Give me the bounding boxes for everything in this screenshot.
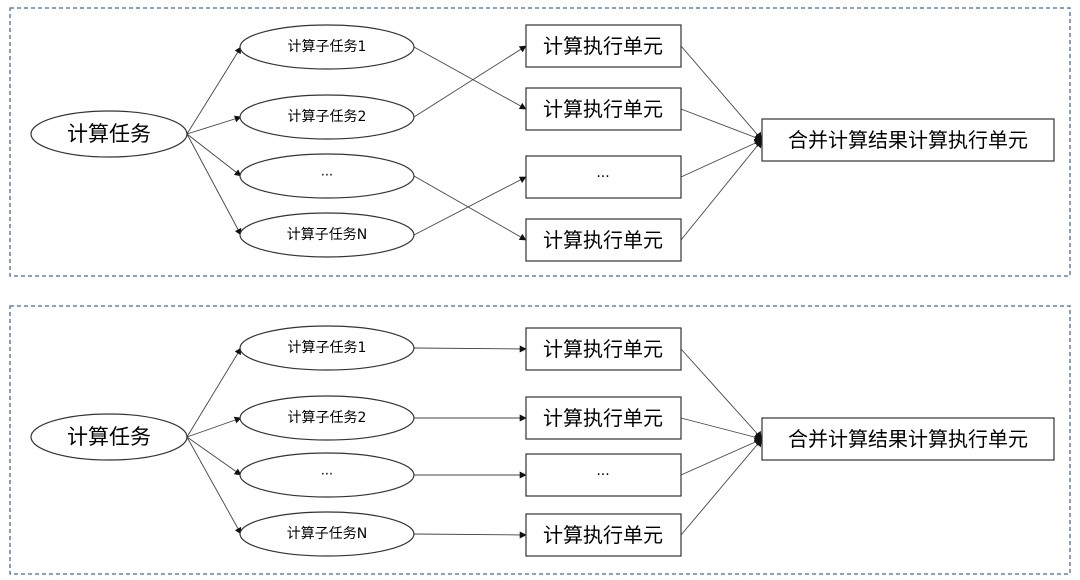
panel-2-edges [186,345,765,539]
panel-1: 计算任务 计算子任务1 计算子任务2 ... 计算子任务N 计算执行单元 计算执… [9,7,1071,277]
execution-unit: 计算执行单元 [525,513,682,557]
merge-unit-label: 合并计算结果计算执行单元 [788,128,1028,152]
execution-unit: 计算执行单元 [525,327,682,371]
edge-subtask-3-to-unit [413,175,527,241]
merge-unit: 合并计算结果计算执行单元 [761,417,1055,461]
subtask-node: ... [239,153,415,199]
task-node: 计算任务 [30,110,188,158]
edge-unit-3-to-merge [680,436,764,476]
edge-subtask-4-to-unit [413,531,527,539]
panel-2: 计算任务 计算子任务1 计算子任务2 ... 计算子任务N 计算执行单元 计算执… [9,305,1071,575]
execution-unit-label: ... [596,165,609,181]
panel-frame [9,305,1071,575]
subtask-node: 计算子任务1 [239,24,415,70]
edge-task-to-subtask-1 [186,46,242,135]
edge-subtask-1-to-unit [413,46,527,110]
execution-unit-label: 计算执行单元 [543,337,663,361]
execution-unit-label: 计算执行单元 [543,34,663,58]
merge-unit-label: 合并计算结果计算执行单元 [788,427,1028,451]
execution-unit: 计算执行单元 [525,396,682,440]
edge-subtask-4-to-unit [413,176,527,236]
subtask-label: 计算子任务1 [288,340,367,356]
panel-1-edges [186,45,765,241]
edge-unit-4-to-merge [680,137,765,241]
task-label: 计算任务 [67,425,151,449]
execution-unit-label: ... [596,463,609,479]
execution-unit-label: 计算执行单元 [543,228,663,252]
subtask-label: ... [321,464,333,479]
subtask-label: ... [321,165,333,180]
subtask-node: 计算子任务N [239,511,415,557]
edge-unit-4-to-merge [680,436,765,536]
execution-unit: 计算执行单元 [525,24,682,68]
edge-unit-1-to-merge [680,348,765,442]
edge-task-to-subtask-4 [186,133,242,236]
execution-unit: 计算执行单元 [525,87,682,131]
subtask-label: 计算子任务N [287,227,367,243]
edge-task-to-subtask-1 [186,347,242,438]
execution-unit: 计算执行单元 [525,218,682,262]
edge-task-to-subtask-4 [186,436,242,535]
execution-unit-label: 计算执行单元 [543,523,663,547]
task-label: 计算任务 [67,122,151,146]
execution-unit: ... [525,453,682,497]
edge-unit-3-to-merge [680,137,764,178]
merge-unit: 合并计算结果计算执行单元 [761,118,1055,162]
edge-task-to-subtask-3 [186,436,242,476]
subtask-label: 计算子任务2 [288,410,367,426]
subtask-label: 计算子任务2 [288,109,367,125]
panel-frame [9,7,1071,277]
subtask-node: 计算子任务2 [239,94,415,140]
edge-task-to-subtask-2 [186,416,242,438]
subtask-node: ... [239,452,415,498]
edge-subtask-1-to-unit [413,345,527,353]
edge-subtask-2-to-unit [413,45,527,118]
subtask-label: 计算子任务N [287,526,367,542]
edge-unit-2-to-merge [680,417,764,442]
execution-unit: ... [525,155,682,199]
edge-task-to-subtask-2 [186,115,242,135]
subtask-node: 计算子任务2 [239,395,415,441]
task-node: 计算任务 [30,413,188,461]
edge-unit-2-to-merge [680,108,764,143]
subtask-node: 计算子任务1 [239,325,415,371]
subtask-label: 计算子任务1 [288,39,367,55]
execution-unit-label: 计算执行单元 [543,97,663,121]
edge-unit-1-to-merge [680,45,765,143]
subtask-node: 计算子任务N [239,212,415,258]
edge-task-to-subtask-3 [186,133,242,177]
execution-unit-label: 计算执行单元 [543,406,663,430]
